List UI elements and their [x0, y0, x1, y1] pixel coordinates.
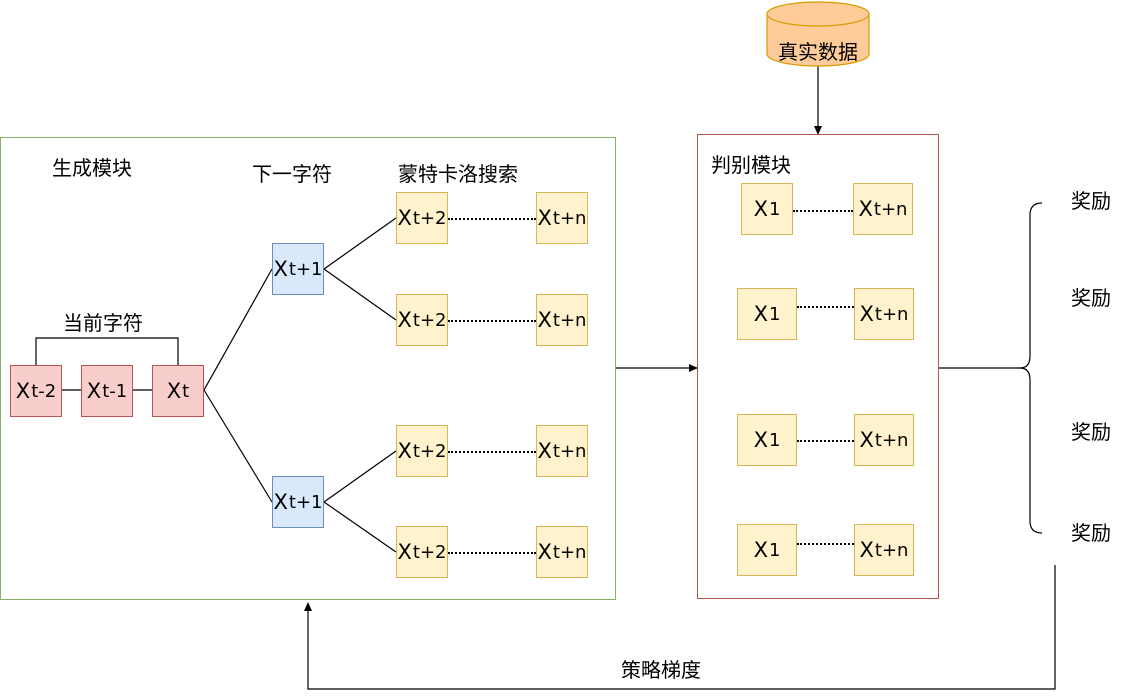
reward-label-2: 奖励 [1071, 286, 1111, 310]
disc-seq-4-dots [797, 543, 854, 545]
reward-label-3: 奖励 [1071, 420, 1111, 444]
database-icon [766, 1, 870, 67]
edge-to-next-top [203, 268, 273, 391]
policy-gradient-arrow [304, 565, 1056, 690]
discriminator-title: 判别模块 [711, 153, 791, 177]
reward-brace [1019, 202, 1043, 534]
real-data-cylinder: 真实数据 [766, 0, 870, 68]
rollout-3-dots [448, 451, 536, 453]
generator-title: 生成模块 [52, 156, 132, 180]
reward-label-1: 奖励 [1071, 189, 1111, 213]
policy-gradient-label: 策略梯度 [621, 658, 701, 682]
edge-to-next-bottom [203, 389, 273, 503]
generator-module [0, 137, 616, 600]
current-bracket [35, 337, 179, 365]
disc-seq-2-dots [797, 306, 854, 308]
mcts-label: 蒙特卡洛搜索 [398, 162, 518, 186]
disc-seq-3-dots [797, 440, 854, 442]
reward-label-4: 奖励 [1071, 521, 1111, 545]
current-tokens-label: 当前字符 [63, 311, 143, 335]
discriminator-module [697, 134, 939, 599]
rollout-4-dots [448, 552, 536, 554]
real-data-label: 真实数据 [778, 40, 858, 64]
disc-seq-1-dots [793, 210, 853, 212]
rollout-1-dots [448, 218, 536, 220]
rollout-2-dots [448, 320, 536, 322]
next-token-label: 下一字符 [252, 162, 332, 186]
